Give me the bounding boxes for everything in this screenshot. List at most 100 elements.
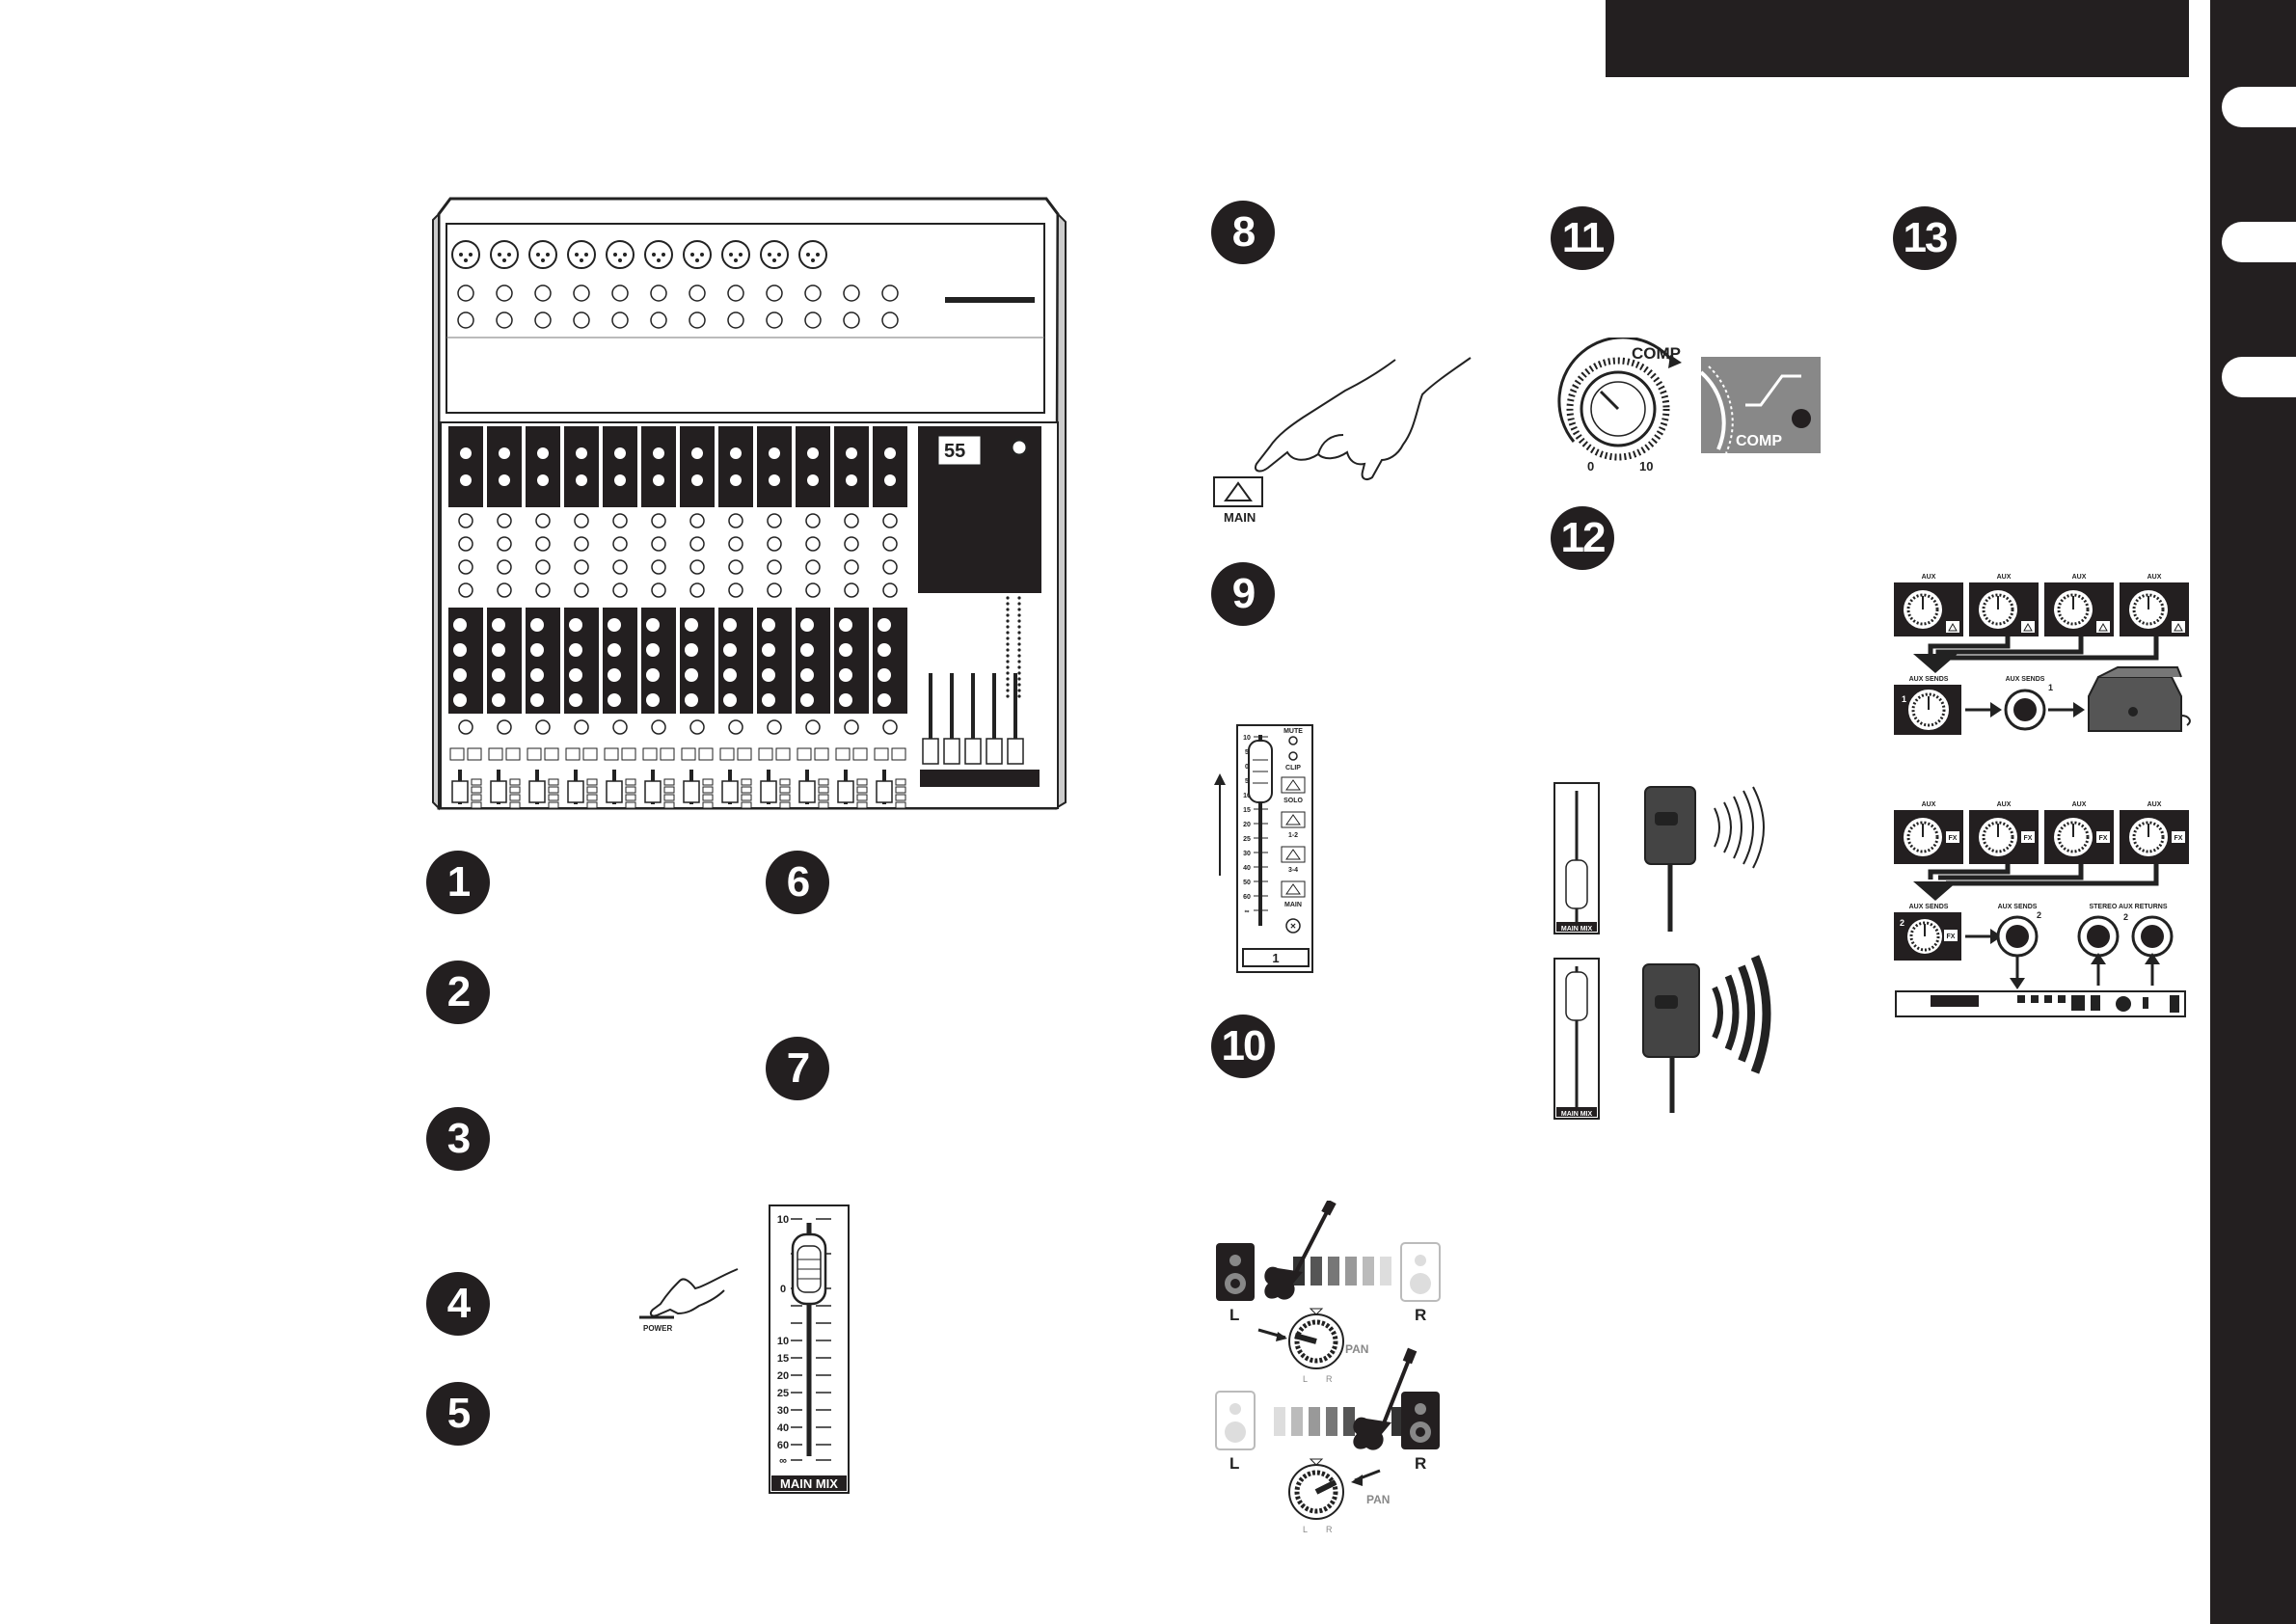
step-12-number: 12 xyxy=(1551,506,1614,570)
aux-label: AUX xyxy=(2072,801,2087,808)
fader-tick-label: 10 xyxy=(777,1336,789,1347)
speaker-left-bottom xyxy=(1215,1391,1256,1450)
speaker-right-top xyxy=(1400,1242,1441,1302)
aux-send-number-2: 2 xyxy=(1900,918,1904,928)
stereo-aux-returns-label: STEREO AUX RETURNS xyxy=(2089,904,2167,910)
main-label: MAIN xyxy=(1284,902,1302,908)
header-bar xyxy=(1606,0,2189,77)
channel-tick-label: 0 xyxy=(1245,764,1249,771)
mixer-channels xyxy=(448,240,1024,809)
main-mix-fader-label: MAIN MIX xyxy=(780,1476,838,1491)
speaker-left-top xyxy=(1216,1243,1255,1301)
aux-send-number-1: 1 xyxy=(1902,694,1906,704)
pan-label-top: PAN xyxy=(1345,1342,1368,1356)
fx-badge: FX xyxy=(2099,835,2108,842)
main-mix-fader: 10 0 10 15 20 25 30 40 60 ∞ MAIN MIX xyxy=(769,1204,850,1494)
pan-knob-r-top: R xyxy=(1326,1374,1333,1384)
pan-left-label-top: L xyxy=(1229,1306,1239,1324)
svg-text:55: 55 xyxy=(944,441,965,462)
bus-34-label: 3-4 xyxy=(1288,867,1298,874)
step-11-number: 11 xyxy=(1551,206,1614,270)
step-7-number: 7 xyxy=(766,1037,829,1100)
channel-tick-label: 60 xyxy=(1243,894,1251,901)
aux-label: AUX xyxy=(2147,574,2162,581)
side-tab-3[interactable] xyxy=(2222,357,2296,397)
step-6-number: 6 xyxy=(766,851,829,914)
channel-tick-label: ∞ xyxy=(1245,908,1250,915)
main-button-hand: MAIN xyxy=(1213,357,1472,525)
channel-tick-label: 15 xyxy=(1243,807,1251,814)
channel-tick-label: 40 xyxy=(1243,865,1251,872)
channel-tick-label: 10 xyxy=(1243,793,1251,799)
fader-tick-label: 0 xyxy=(780,1284,786,1295)
fader-tick-label: 30 xyxy=(777,1405,789,1417)
aux-routing-illustration: AUX AUX AUX AUX AUX SENDS 1 AUX SENDS 1 AUX… xyxy=(1894,574,2191,1017)
bus-12-label: 1-2 xyxy=(1288,832,1298,839)
channel-tick-label: 25 xyxy=(1243,836,1251,843)
step-5-number: 5 xyxy=(426,1382,490,1446)
power-label: POWER xyxy=(643,1324,672,1333)
aux-label: AUX xyxy=(1922,801,1936,808)
side-tab-2[interactable] xyxy=(2222,222,2296,262)
fader-tick-label: 25 xyxy=(777,1388,789,1399)
step-8-number: 8 xyxy=(1211,201,1275,264)
side-tab-1[interactable] xyxy=(2222,87,2296,127)
fader-loud-label: MAIN MIX xyxy=(1561,1111,1593,1118)
comp-scale-max: 10 xyxy=(1639,459,1653,473)
guitar-top xyxy=(1264,1201,1337,1300)
pan-knob-r-bottom: R xyxy=(1326,1525,1333,1534)
fader-tick-label: 60 xyxy=(777,1440,789,1451)
aux-sends-label-d: AUX SENDS xyxy=(1998,904,2038,910)
aux-sends-label-b: AUX SENDS xyxy=(2006,676,2045,683)
aux-return-number-2: 2 xyxy=(2123,912,2128,922)
aux-jack-number-2: 2 xyxy=(2037,910,2041,920)
step-4-number: 4 xyxy=(426,1272,490,1336)
volume-speaker-illustration: MAIN MIX MAIN MIX xyxy=(1553,782,1771,1120)
pan-knob-top xyxy=(1257,1308,1344,1369)
speaker-right-bottom xyxy=(1401,1392,1440,1449)
pan-knob-l-bottom: L xyxy=(1303,1525,1308,1534)
fader-tick-label: ∞ xyxy=(779,1455,787,1467)
channel-tick-label: 5 xyxy=(1245,778,1249,785)
fx-badge: FX xyxy=(2024,835,2033,842)
aux-label: AUX xyxy=(2072,574,2087,581)
fx-badge: FX xyxy=(1949,835,1958,842)
step-10-number: 10 xyxy=(1211,1015,1275,1078)
pan-illustration: L R PAN L R L R PAN L R xyxy=(1215,1201,1441,1534)
fx-badge-send: FX xyxy=(1947,934,1956,940)
pan-label-bottom: PAN xyxy=(1366,1493,1390,1506)
aux-label: AUX xyxy=(1922,574,1936,581)
step-13-number: 13 xyxy=(1893,206,1957,270)
clip-label: CLIP xyxy=(1285,765,1301,771)
svg-text:✕: ✕ xyxy=(1290,922,1297,931)
power-hand-illustration: POWER xyxy=(639,1268,739,1333)
fader-quiet-label: MAIN MIX xyxy=(1561,926,1593,933)
fx-badge: FX xyxy=(2174,835,2183,842)
channel-tick-label: 20 xyxy=(1243,822,1251,828)
aux-sends-label-a: AUX SENDS xyxy=(1909,676,1949,683)
pan-right-label-top: R xyxy=(1415,1306,1426,1324)
aux-jack-number-1: 1 xyxy=(2048,683,2053,692)
pan-left-label-bottom: L xyxy=(1229,1454,1239,1473)
fader-tick-label: 10 xyxy=(777,1214,789,1226)
fader-tick-label: 20 xyxy=(777,1370,789,1382)
mute-label: MUTE xyxy=(1283,728,1303,735)
comp-badge-label: COMP xyxy=(1736,433,1782,449)
guitar-bottom xyxy=(1353,1347,1418,1450)
fader-tick-label: 15 xyxy=(777,1353,789,1365)
step-3-number: 3 xyxy=(426,1107,490,1171)
aux-label: AUX xyxy=(2147,801,2162,808)
pan-right-label-bottom: R xyxy=(1415,1454,1426,1473)
step-9-number: 9 xyxy=(1211,562,1275,626)
step-2-number: 2 xyxy=(426,961,490,1024)
aux-label: AUX xyxy=(1997,574,2012,581)
channel-tick-label: 50 xyxy=(1243,880,1251,886)
fader-tick-label: 40 xyxy=(777,1422,789,1434)
pan-knob-l-top: L xyxy=(1303,1374,1308,1384)
step-1-number: 1 xyxy=(426,851,490,914)
gradient-bars-top xyxy=(1293,1257,1391,1286)
mixer-illustration: 55 xyxy=(432,197,1067,811)
gradient-bars-bottom xyxy=(1274,1407,1403,1436)
main-button-label: MAIN xyxy=(1224,510,1256,525)
